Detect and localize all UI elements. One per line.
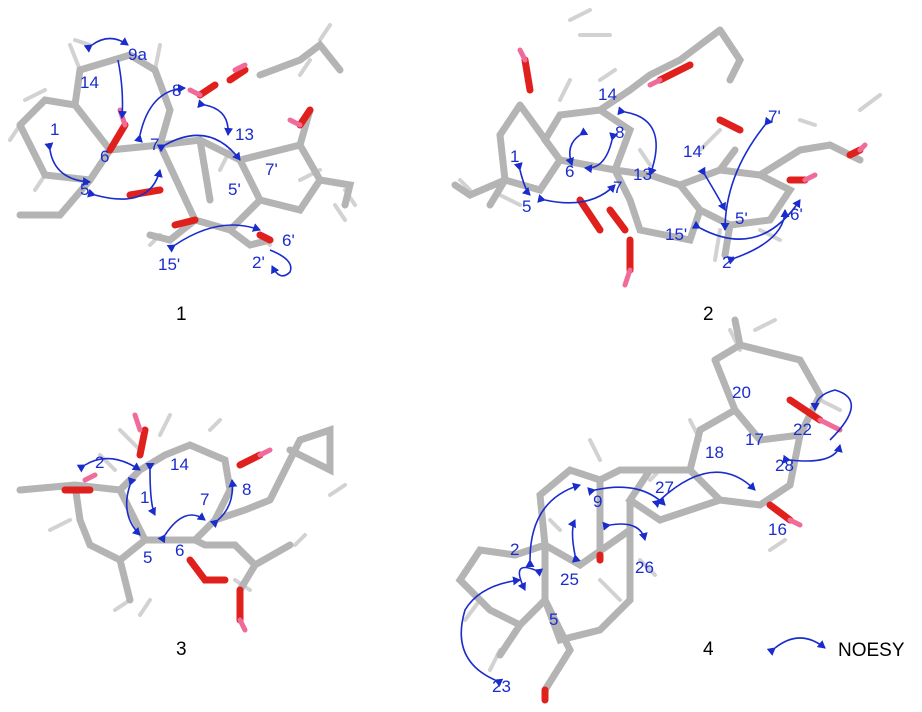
- atom-label: 2': [722, 253, 735, 272]
- noesy-arrow: [134, 83, 186, 143]
- legend-arrow-icon: [766, 637, 826, 656]
- atom-label: 7': [768, 107, 781, 126]
- atom-label: 6: [100, 147, 109, 166]
- noesy-arrow: [87, 169, 163, 200]
- noesy-arrow: [197, 99, 234, 136]
- noesy-arrow: [584, 132, 618, 174]
- atom-labels-compound-3: 2 14 1 7 8 5 6: [95, 453, 251, 567]
- noesy-arrow: [651, 471, 756, 509]
- noesy-arrow: [209, 479, 238, 529]
- compound-number-1: 1: [176, 304, 187, 325]
- noesy-arrow: [782, 444, 843, 464]
- atom-label: 14': [683, 142, 705, 161]
- noesy-arrow: [44, 142, 91, 187]
- atom-label: 25: [560, 570, 579, 589]
- atom-label: 7: [613, 178, 622, 197]
- noesy-arrow: [125, 476, 141, 536]
- atom-label: 7: [150, 135, 159, 154]
- noesy-arrow: [726, 209, 790, 265]
- atom-label: 7: [200, 490, 209, 509]
- atom-label: 15': [158, 255, 180, 274]
- noesy-arrow: [156, 134, 241, 161]
- noesy-arrow: [567, 519, 581, 563]
- atom-label: 7': [265, 160, 278, 179]
- noesy-arrow: [517, 566, 544, 591]
- noesy-arrow: [617, 106, 657, 176]
- atom-label: 6: [175, 541, 184, 560]
- atom-label: 8: [242, 480, 251, 499]
- atom-label: 5: [143, 548, 152, 567]
- atom-labels-compound-1: 9a 14 8 1 6 7 13 5 5' 7' 15' 2' 6': [50, 45, 295, 274]
- noesy-arrow: [537, 184, 616, 204]
- atom-label: 17: [745, 430, 764, 449]
- atom-label: 26: [635, 558, 654, 577]
- atom-label: 6': [790, 205, 803, 224]
- atom-label: 5: [522, 197, 531, 216]
- atom-label: 16: [768, 520, 787, 539]
- noesy-arrow: [697, 166, 726, 211]
- atom-label: 5': [735, 209, 748, 228]
- atom-label: 6': [282, 231, 295, 250]
- noesy-arrow: [269, 249, 292, 277]
- atom-label: 14: [170, 455, 189, 474]
- atom-label: 20: [732, 383, 751, 402]
- noesy-arrow: [525, 482, 581, 568]
- atom-labels-compound-4: 20 22 17 18 28 27 9 16 2 25 26 5 23: [492, 383, 812, 696]
- atom-label: 2: [510, 540, 519, 559]
- noesy-arrow: [602, 521, 648, 541]
- noesy-arrow: [513, 162, 531, 196]
- compound-number-3: 3: [176, 639, 187, 660]
- atom-labels-compound-2: 14 7' 8 1 6 13 14' 5 7 5' 6' 15' 2': [510, 85, 803, 272]
- atom-label: 1: [140, 488, 149, 507]
- compound-1-model: [8, 23, 357, 249]
- compound-3-model: [16, 412, 347, 633]
- noesy-arrow: [157, 512, 206, 544]
- atom-label: 14: [80, 73, 99, 92]
- noesy-arrow: [460, 576, 521, 687]
- atom-label: 1: [50, 120, 59, 139]
- atom-label: 8: [615, 123, 624, 142]
- atom-label: 18: [705, 443, 724, 462]
- legend: NOESY: [766, 637, 905, 661]
- noesy-arrow: [76, 457, 141, 473]
- atom-label: 6: [565, 162, 574, 181]
- compound-number-2: 2: [703, 304, 714, 325]
- atom-label: 9a: [128, 45, 147, 64]
- atom-label: 15': [665, 225, 687, 244]
- atom-label: 27: [655, 478, 674, 497]
- atom-label: 5': [228, 180, 241, 199]
- atom-label: 23: [492, 677, 511, 696]
- atom-label: 9: [593, 492, 602, 511]
- atom-label: 1: [510, 147, 519, 166]
- noesy-arrows: [44, 37, 853, 687]
- noesy-arrow: [83, 37, 129, 53]
- compound-number-4: 4: [703, 639, 714, 660]
- noesy-arrow: [565, 127, 589, 166]
- atom-label: 13: [633, 165, 652, 184]
- atom-label: 2: [95, 453, 104, 472]
- noesy-arrow: [117, 59, 127, 119]
- atom-label: 5: [80, 180, 89, 199]
- atom-label: 5: [549, 610, 558, 629]
- atom-label: 13: [235, 125, 254, 144]
- noesy-arrow: [810, 389, 853, 441]
- legend-label: NOESY: [838, 640, 905, 661]
- noesy-arrow: [145, 462, 156, 516]
- noesy-arrow: [587, 486, 666, 506]
- atom-label: 14: [598, 85, 617, 104]
- atom-label: 2': [252, 253, 265, 272]
- atom-label: 22: [793, 420, 812, 439]
- noesy-arrow: [166, 223, 261, 253]
- atom-label: 8: [172, 81, 181, 100]
- atom-label: 28: [775, 456, 794, 475]
